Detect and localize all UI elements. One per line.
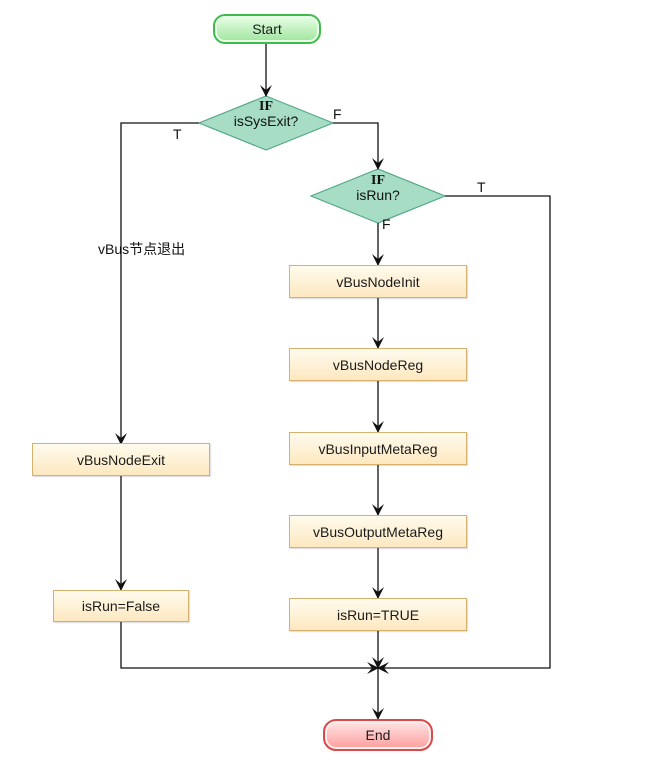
end-label: End xyxy=(365,727,391,743)
edge-sysexit-false xyxy=(333,122,384,170)
edge-isrun-true xyxy=(377,195,551,674)
decision-sysexit-shape[interactable] xyxy=(197,95,335,151)
process-node-exit[interactable]: vBusNodeExit xyxy=(32,443,210,476)
process-isrun-false-label: isRun=False xyxy=(81,598,161,614)
decision-sysexit-text: isSysExit? xyxy=(233,113,299,129)
decision-isrun-keyword: IF xyxy=(371,173,385,188)
process-node-exit-label: vBusNodeExit xyxy=(77,451,165,468)
process-isrun-true-label: isRun=TRUE xyxy=(336,606,420,623)
decision-sysexit-keyword: IF xyxy=(259,99,273,114)
start-label: Start xyxy=(252,21,282,37)
process-node-reg-label: vBusNodeReg xyxy=(332,356,424,373)
decision-sysexit-label: IF isSysExit? xyxy=(216,99,316,129)
process-output-meta-reg-label: vBusOutputMetaReg xyxy=(313,523,443,540)
decision-isrun-label: IF isRun? xyxy=(328,173,428,203)
process-node-init-label: vBusNodeInit xyxy=(336,273,420,290)
edge-label-sysexit-false: F xyxy=(333,106,342,122)
process-node-init[interactable]: vBusNodeInit xyxy=(289,265,467,298)
decision-isrun-text: isRun? xyxy=(356,187,400,203)
process-isrun-true[interactable]: isRun=TRUE xyxy=(289,598,467,631)
edge-label-isrun-true: T xyxy=(477,179,486,195)
exit-annotation: vBus节点退出 xyxy=(98,241,186,257)
process-input-meta-reg[interactable]: vBusInputMetaReg xyxy=(289,432,467,465)
edge-false-merge xyxy=(120,622,379,674)
process-output-meta-reg[interactable]: vBusOutputMetaReg xyxy=(289,515,467,548)
end-node[interactable]: End xyxy=(323,719,433,751)
process-isrun-false[interactable]: isRun=False xyxy=(53,590,189,622)
process-input-meta-reg-label: vBusInputMetaReg xyxy=(318,440,438,457)
process-node-reg[interactable]: vBusNodeReg xyxy=(289,348,467,381)
start-node[interactable]: Start xyxy=(213,14,321,44)
edge-label-isrun-false: F xyxy=(382,216,391,232)
edge-label-sysexit-true: T xyxy=(173,126,182,142)
edge-sysexit-true xyxy=(115,122,199,445)
